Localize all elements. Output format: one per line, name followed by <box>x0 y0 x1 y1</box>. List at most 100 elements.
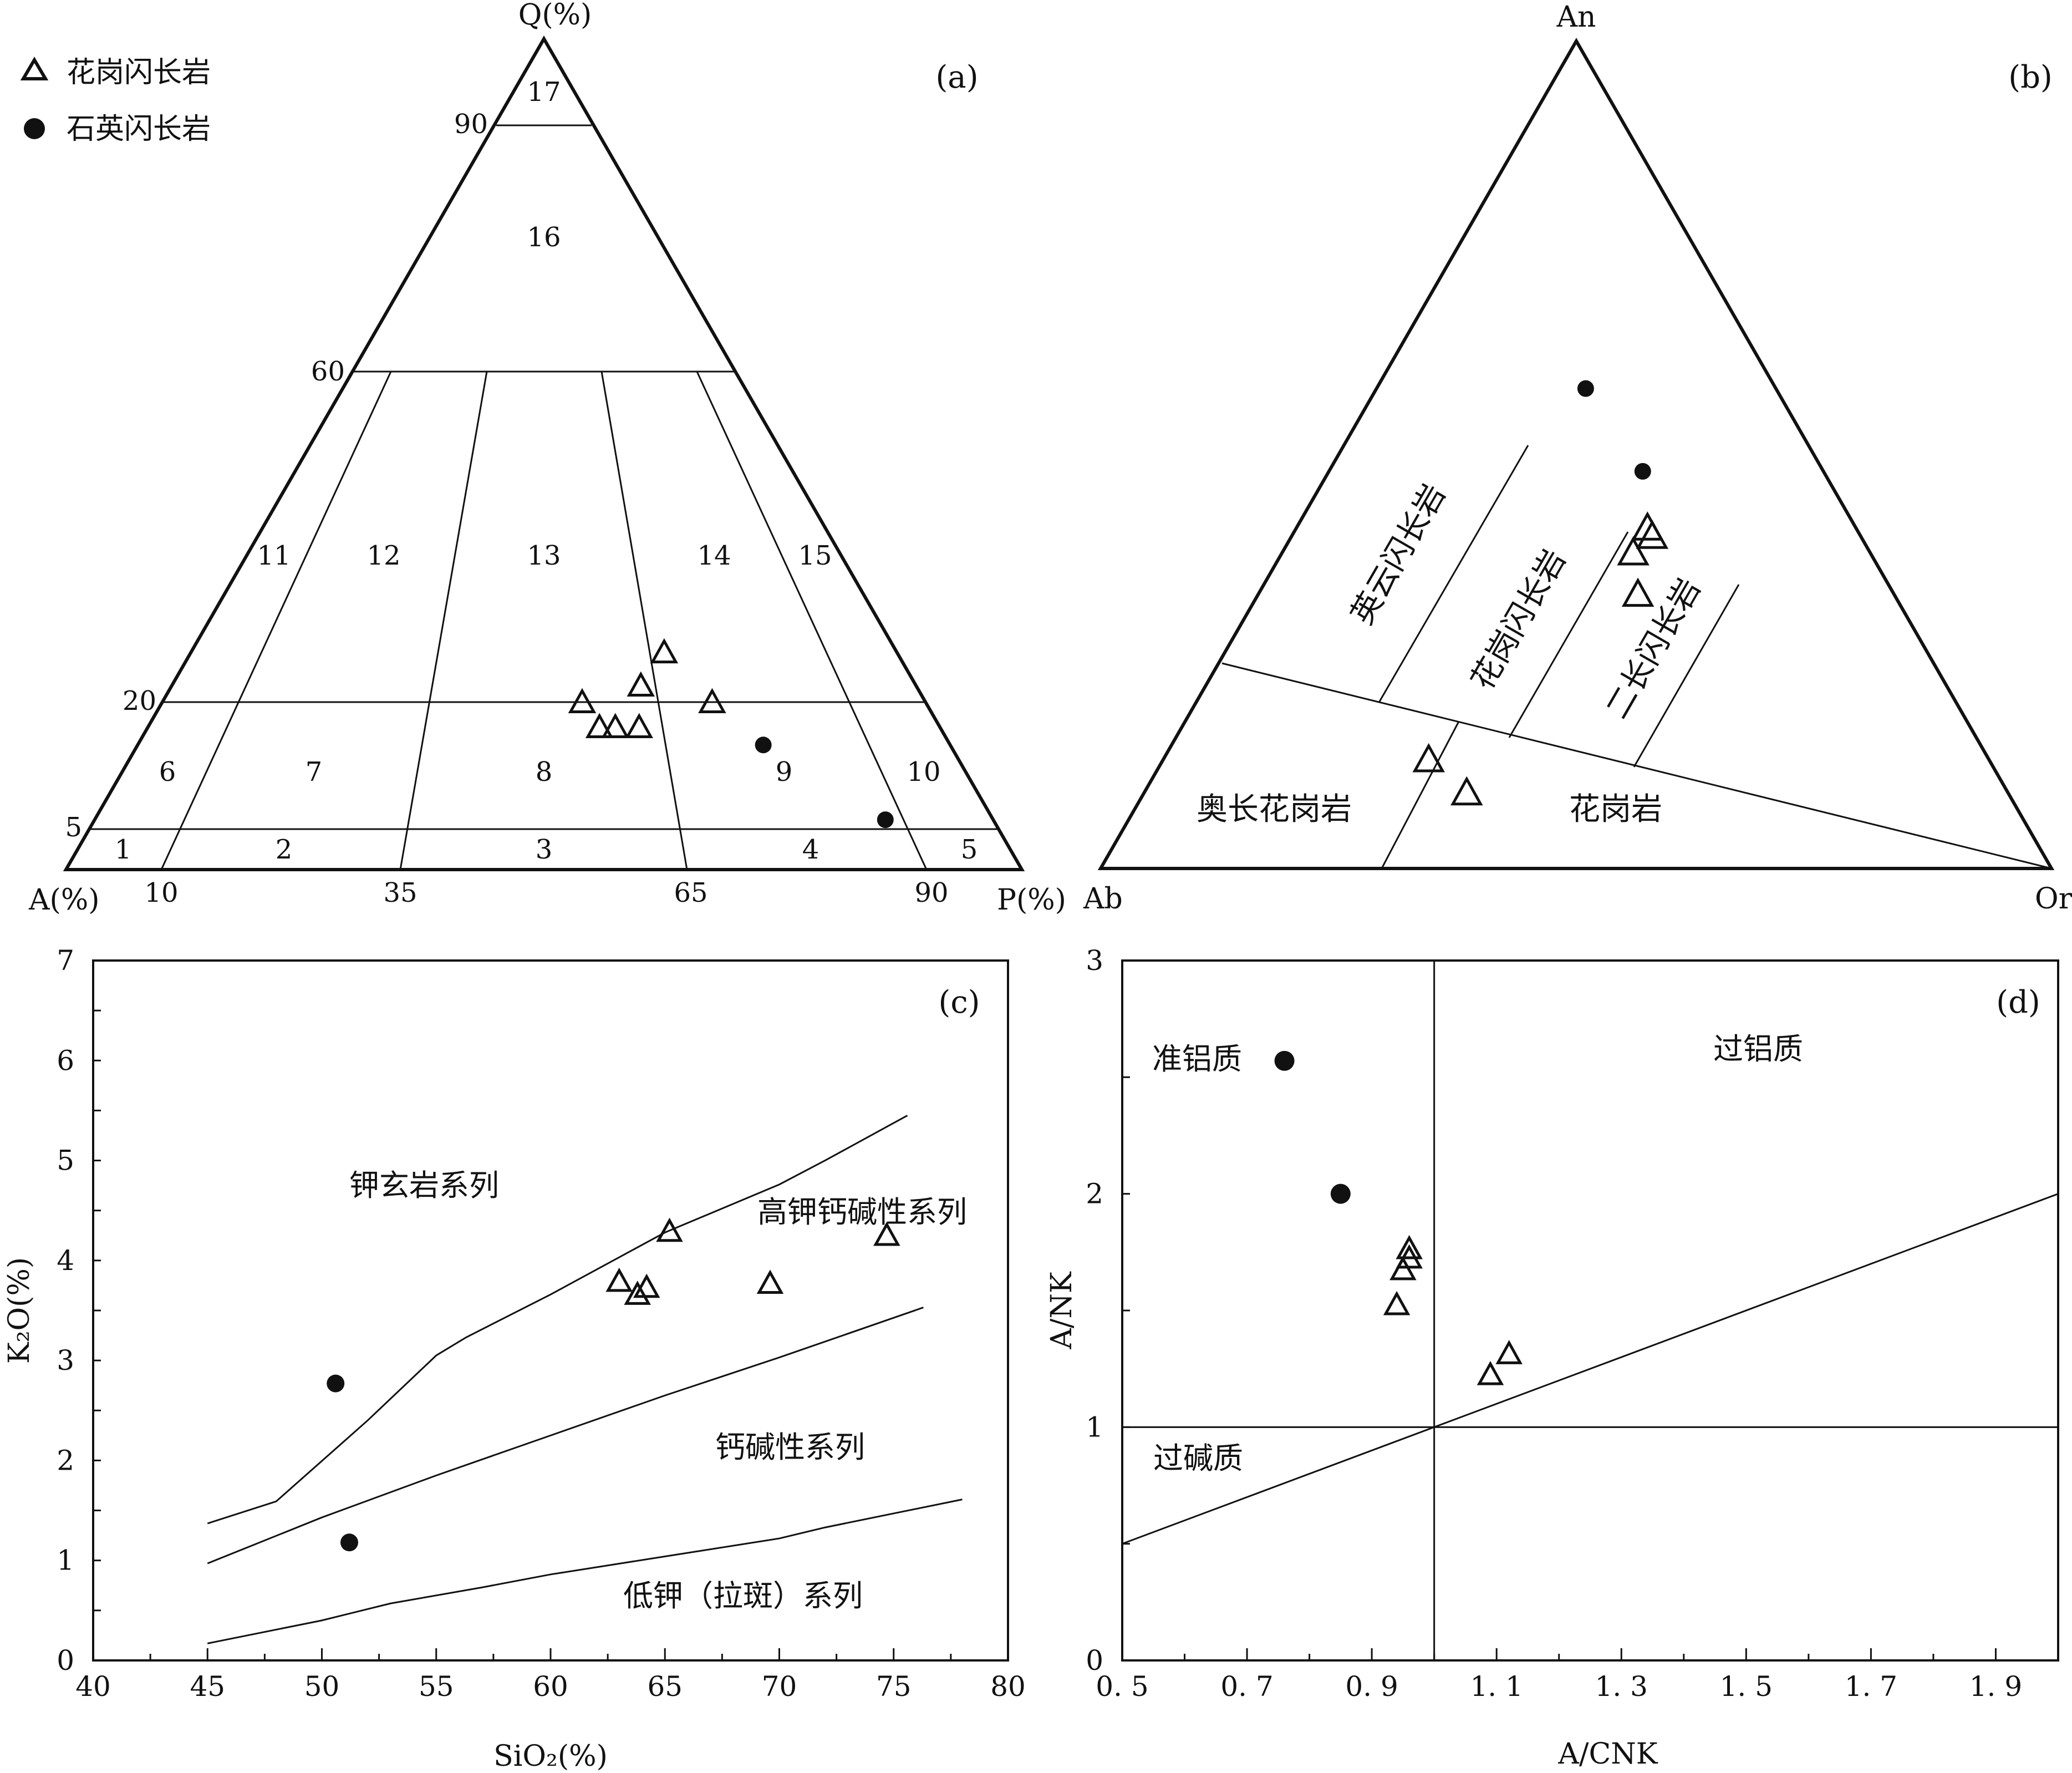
field-label-high-k-calc-alkaline: 高钾钙碱性系列 <box>757 1195 967 1230</box>
field-label: 6 <box>159 756 176 788</box>
field-label-tonalite: 英云闪长岩 <box>1344 478 1453 631</box>
x-tick-label: 1. 1 <box>1470 1670 1523 1703</box>
legend: 花岗闪长岩 石英闪长岩 <box>20 56 211 146</box>
data-point-triangle <box>1617 536 1650 566</box>
data-point-triangle <box>1477 1361 1504 1385</box>
y-tick-label: 1 <box>1086 1411 1103 1443</box>
data-point-triangle <box>656 1217 683 1242</box>
data-point-triangle <box>625 713 653 738</box>
field-label-calc-alkaline: 钙碱性系列 <box>715 1430 865 1465</box>
apex-label-p: P(%) <box>997 883 1066 917</box>
q-tick-label: 5 <box>65 812 82 843</box>
field-label: 14 <box>697 540 731 571</box>
field-label: 9 <box>776 756 793 788</box>
data-point-triangle <box>1450 776 1483 806</box>
data-point-triangle <box>650 638 679 664</box>
field-label: 5 <box>961 834 978 865</box>
p-tick-label: 65 <box>674 877 707 908</box>
x-tick-label: 65 <box>647 1670 683 1703</box>
data-points-c <box>327 1217 900 1552</box>
field-label: 2 <box>276 834 293 865</box>
an-ab-or-data-points <box>1412 380 1669 806</box>
data-point-triangle <box>1396 1235 1423 1259</box>
data-point-triangle <box>698 688 726 714</box>
data-point-triangle <box>1383 1291 1411 1315</box>
y-tick-label: 6 <box>57 1044 74 1076</box>
legend-circle-icon <box>24 118 45 139</box>
p-tick-label: 90 <box>914 877 948 908</box>
data-point-triangle <box>633 1273 660 1298</box>
legend-label-quartz-diorite: 石英闪长岩 <box>67 113 211 146</box>
field-label: 12 <box>366 540 400 571</box>
field-label-low-k-tholeiite: 低钾（拉斑）系列 <box>623 1578 863 1613</box>
an-ab-or-field-boundaries <box>1221 445 2052 870</box>
data-point-circle <box>755 736 772 754</box>
data-point-triangle <box>1412 743 1445 773</box>
data-point-circle <box>1577 380 1594 397</box>
data-point-triangle <box>585 713 614 738</box>
data-point-triangle <box>1495 1340 1523 1364</box>
panel-label-b: (b) <box>2008 59 2053 95</box>
field-label: 11 <box>257 540 291 571</box>
data-point-triangle <box>873 1221 900 1246</box>
panel-a-qap-diagram: 1 2 3 4 5 6 7 8 9 10 11 12 13 14 15 16 1… <box>20 0 1066 917</box>
data-point-circle <box>1330 1183 1351 1204</box>
x-axis-ticks <box>1121 959 2059 1662</box>
boundary-line <box>207 1115 908 1525</box>
panel-label-d: (d) <box>1996 984 2040 1020</box>
x-tick-label: 0. 9 <box>1345 1670 1398 1703</box>
data-point-triangle <box>605 1267 633 1292</box>
y-tick-label: 1 <box>57 1545 74 1577</box>
y-tick-label: 3 <box>1086 944 1103 977</box>
x-tick-label: 60 <box>533 1670 568 1703</box>
boundary-trondhjemite-granite <box>1381 721 1460 869</box>
q-tick-label: 60 <box>311 356 345 387</box>
p-tick-label: 10 <box>144 877 178 908</box>
y-tick-label: 3 <box>57 1344 74 1376</box>
apex-label-or: Or <box>2035 882 2072 916</box>
x-tick-label: 0. 7 <box>1220 1670 1273 1703</box>
field-label-peralkaline: 过碱质 <box>1153 1441 1243 1476</box>
data-point-triangle <box>1396 1244 1423 1269</box>
apex-label-an: An <box>1556 1 1596 34</box>
y-tick-label: 7 <box>57 944 74 977</box>
data-point-circle <box>1274 1050 1295 1071</box>
x-tick-label: 50 <box>304 1670 340 1703</box>
data-point-triangle <box>756 1269 784 1294</box>
field-label: 7 <box>306 756 323 788</box>
x-tick-label: 40 <box>75 1670 111 1703</box>
field-boundary-lines <box>1122 961 2059 1660</box>
qap-field-boundaries <box>90 124 998 870</box>
field-label-peraluminous: 过铝质 <box>1713 1032 1803 1066</box>
x-tick-label: 1. 5 <box>1720 1670 1773 1703</box>
boundary-line <box>207 1498 963 1644</box>
qap-tick-labels: 90 60 20 5 10 35 65 90 <box>65 109 948 908</box>
y-axis-label-c: K₂O(%) <box>3 1257 36 1364</box>
data-point-circle <box>1634 463 1651 480</box>
q-tick-label: 20 <box>123 685 156 717</box>
data-point-triangle <box>1621 577 1654 607</box>
x-tick-label: 80 <box>990 1670 1026 1703</box>
legend-triangle-icon <box>20 57 49 80</box>
apex-label-ab: Ab <box>1083 882 1123 916</box>
field-label-granodiorite: 花岗闪长岩 <box>1464 543 1573 696</box>
field-label-metaluminous: 准铝质 <box>1152 1042 1242 1076</box>
field-labels-c: 钾玄岩系列 高钾钙碱性系列 钙碱性系列 低钾（拉斑）系列 <box>349 1168 967 1613</box>
data-points-d <box>1274 1050 1523 1385</box>
apex-label-a: A(%) <box>28 883 100 917</box>
y-tick-label: 2 <box>1086 1178 1103 1210</box>
y-axis-label-d: A/NK <box>1045 1271 1078 1350</box>
qap-data-points <box>568 638 894 829</box>
plot-frame-d <box>1121 959 2059 1662</box>
p65-boundary <box>600 371 688 870</box>
y-tick-label: 0 <box>57 1644 74 1677</box>
y-tick-label: 2 <box>57 1444 74 1476</box>
y-tick-label: 5 <box>57 1145 74 1177</box>
plot-frame-c <box>92 959 1009 1662</box>
field-label: 15 <box>798 540 832 571</box>
qap-triangle-outline <box>63 35 1025 871</box>
